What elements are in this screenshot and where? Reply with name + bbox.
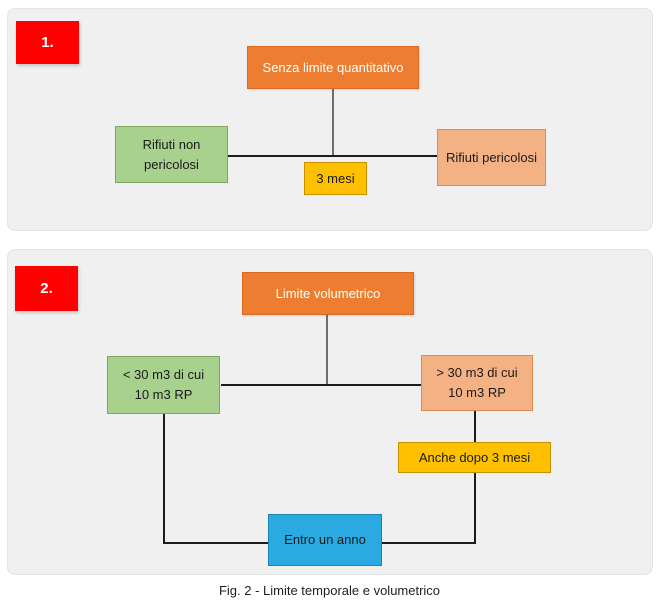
node-label: Anche dopo 3 mesi [418, 449, 531, 465]
node-rifiuti-non-pericolosi: Rifiuti non pericolosi [115, 126, 228, 183]
node-label: Rifiuti non pericolosi [142, 136, 201, 172]
node-label: > 30 m3 di cui 10 m3 RP [436, 365, 518, 400]
node-label: Entro un anno [284, 532, 366, 547]
connector-horizontal-2 [221, 384, 421, 386]
node-rifiuti-pericolosi: Rifiuti pericolosi [437, 129, 546, 186]
node-label: < 30 m3 di cui 10 m3 RP [122, 367, 205, 402]
node-anche-dopo-3-mesi: Anche dopo 3 mesi [398, 442, 551, 473]
connector-right-to-condition [474, 411, 476, 442]
node-3-mesi: 3 mesi [304, 162, 367, 195]
node-sopra-30m3: > 30 m3 di cui 10 m3 RP [421, 355, 533, 411]
connector-horizontal-1 [228, 155, 437, 157]
panel-2-number-label: 2. [40, 279, 53, 297]
connector-root-stub-1 [332, 89, 334, 156]
connector-left-down [163, 414, 165, 544]
panel-1-number-badge: 1. [16, 21, 79, 64]
connector-root-stub-2 [326, 315, 328, 385]
node-entro-un-anno: Entro un anno [268, 514, 382, 566]
node-senza-limite-quantitativo: Senza limite quantitativo [247, 46, 419, 89]
panel-1-number-label: 1. [41, 33, 54, 51]
node-label: Rifiuti pericolosi [445, 149, 538, 165]
figure-caption: Fig. 2 - Limite temporale e volumetrico [218, 583, 441, 598]
connector-elbow-right [382, 542, 476, 544]
panel-1: 1. Senza limite quantitativo Rifiuti non… [7, 8, 653, 231]
panel-2-number-badge: 2. [15, 266, 78, 311]
node-label: Senza limite quantitativo [262, 59, 404, 75]
node-sotto-30m3: < 30 m3 di cui 10 m3 RP [107, 356, 220, 414]
connector-elbow-left [163, 542, 268, 544]
node-label: Limite volumetrico [275, 285, 381, 301]
panel-2: 2. Limite volumetrico < 30 m3 di cui 10 … [7, 249, 653, 575]
node-limite-volumetrico: Limite volumetrico [242, 272, 414, 315]
connector-condition-down [474, 473, 476, 543]
node-label: 3 mesi [316, 170, 355, 186]
